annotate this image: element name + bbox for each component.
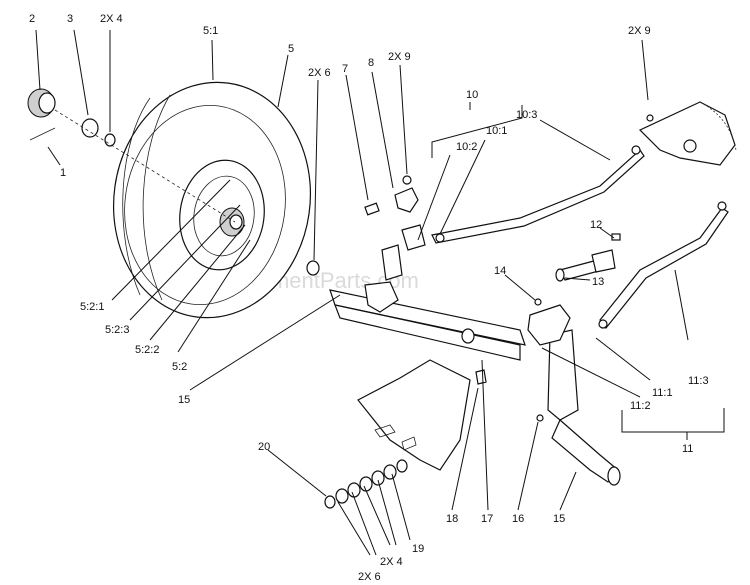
label-12: 12 <box>590 219 602 231</box>
label-3: 3 <box>67 13 73 25</box>
label-13: 13 <box>592 276 604 288</box>
label-10-3: 10:3 <box>516 109 537 121</box>
label-5-2-2: 5:2:2 <box>135 344 159 356</box>
label-2x6-bottom: 2X 6 <box>358 571 381 583</box>
leader-lines <box>35 29 725 556</box>
label-2x9-mid: 2X 9 <box>388 51 411 63</box>
axle-shield-part <box>357 359 471 471</box>
label-8: 8 <box>368 57 374 69</box>
nut-14-part <box>534 298 542 306</box>
steering-bracket-14-part <box>527 304 571 346</box>
bolt-7-part <box>364 202 380 216</box>
sector-gear-part <box>638 101 737 166</box>
label-14: 14 <box>494 265 506 277</box>
tie-rod-part <box>598 201 729 329</box>
grease-fitting-18-part <box>475 369 487 385</box>
label-11-1: 11:1 <box>652 387 673 399</box>
steering-arm-8-part <box>394 187 419 213</box>
label-15-right: 15 <box>553 513 565 525</box>
washer-stack-part <box>324 459 408 509</box>
ball-joint-part <box>401 224 426 251</box>
axle-center-line <box>54 109 236 223</box>
nut-9-part <box>402 175 412 185</box>
label-2x9-right: 2X 9 <box>628 25 651 37</box>
label-5: 5 <box>288 43 294 55</box>
label-7: 7 <box>342 63 348 75</box>
label-2: 2 <box>29 13 35 25</box>
bracket-part <box>591 249 616 273</box>
label-11: 11 <box>682 443 693 455</box>
label-10-1: 10:1 <box>486 125 507 137</box>
label-10-2: 10:2 <box>456 141 477 153</box>
label-11-3: 11:3 <box>688 375 709 387</box>
label-19: 19 <box>412 543 424 555</box>
washer-4-part <box>104 133 116 147</box>
drag-link-part <box>431 145 645 244</box>
spindle-part <box>547 329 621 486</box>
label-10: 10 <box>466 89 478 101</box>
label-16: 16 <box>512 513 524 525</box>
washer-6-top-part <box>306 260 320 276</box>
hub-cap-part <box>27 88 56 118</box>
front-axle-part <box>329 281 526 361</box>
label-5-2-3: 5:2:3 <box>105 324 129 336</box>
label-5-1: 5:1 <box>203 25 218 37</box>
label-2x4-bottom: 2X 4 <box>380 556 403 568</box>
washer-axle-part <box>461 328 475 344</box>
wheel-rim-part <box>179 159 265 271</box>
grease-fitting-16-part <box>536 414 544 422</box>
label-2x6-top: 2X 6 <box>308 67 331 79</box>
pivot-shaft-end <box>555 268 565 282</box>
label-1: 1 <box>60 167 66 179</box>
label-15-left: 15 <box>178 394 190 406</box>
label-17: 17 <box>481 513 493 525</box>
label-5-2: 5:2 <box>172 361 187 373</box>
cotter-pin-part <box>29 127 56 141</box>
label-2x4-top: 2X 4 <box>100 13 123 25</box>
kingpin-part <box>381 244 403 281</box>
label-5-2-1: 5:2:1 <box>80 301 104 313</box>
label-20: 20 <box>258 441 270 453</box>
label-18: 18 <box>446 513 458 525</box>
label-11-2: 11:2 <box>630 400 651 412</box>
washer-3-part <box>81 118 99 138</box>
